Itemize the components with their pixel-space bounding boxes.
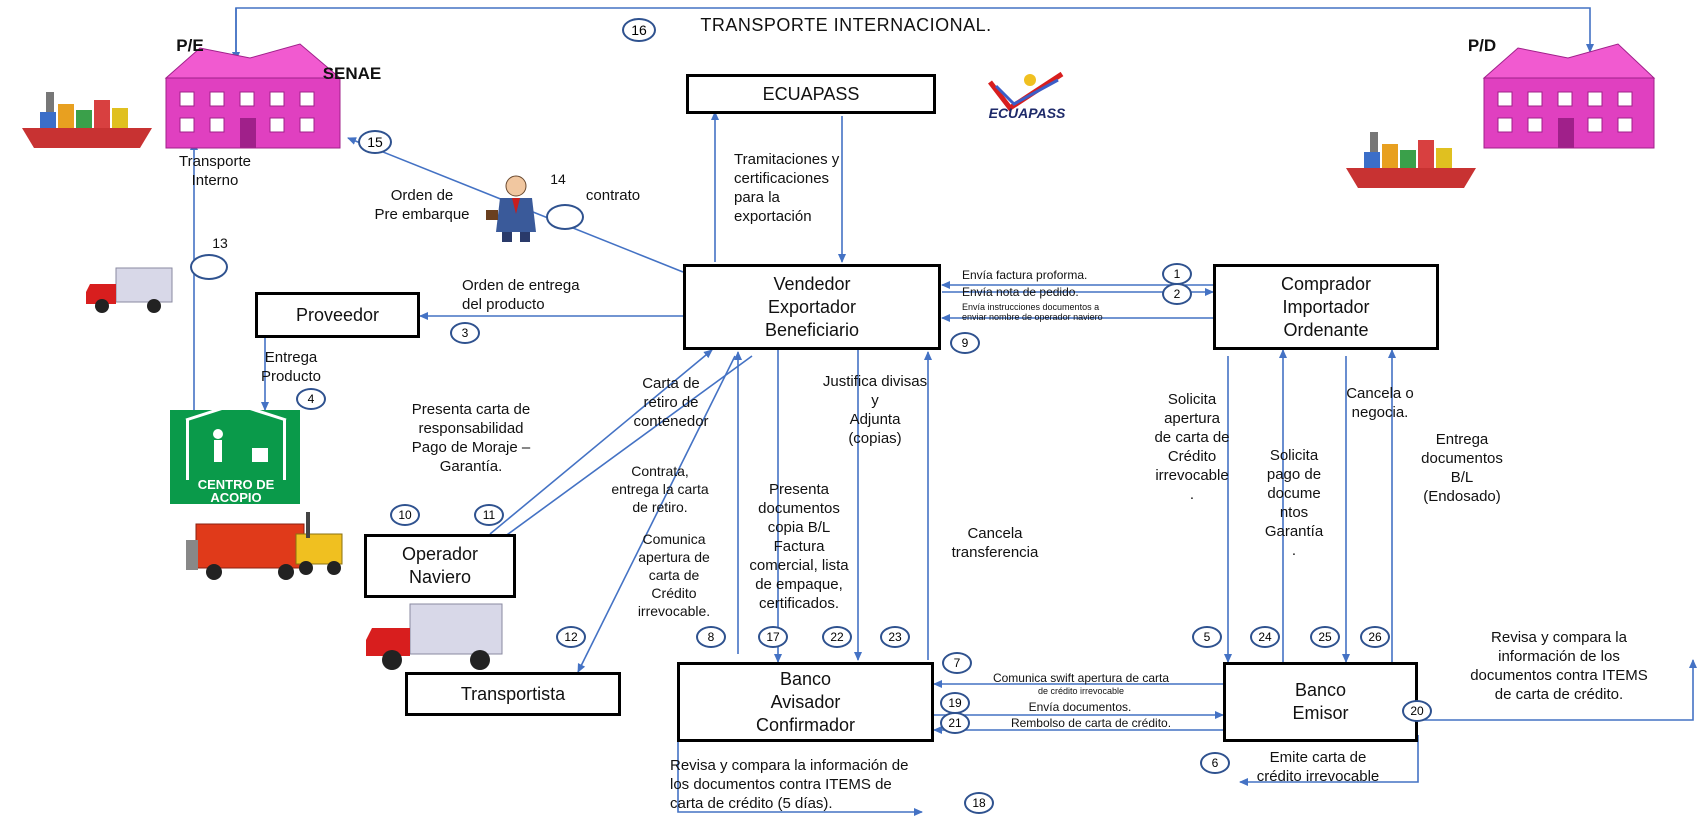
revisa-avisador-label: Revisa y compara la información de los d…	[670, 757, 909, 812]
envia-nota-label: Envía nota de pedido.	[962, 285, 1079, 299]
operador-naviero-box: Operador Naviero	[364, 534, 516, 598]
revisa-emisor-label: Revisa y compara la información de los d…	[1470, 629, 1648, 703]
comunica-swift-label: Comunica swift apertura de carta	[992, 671, 1170, 685]
rembolso-label: Rembolso de carta de crédito.	[1010, 716, 1172, 730]
step-14-circle	[546, 204, 584, 230]
step-13-text: 13	[212, 235, 228, 251]
presenta-documentos-label: Presenta documentos copia B/L Factura co…	[749, 481, 849, 612]
ecuapass-logo-icon	[988, 71, 1064, 112]
entrega-documentos-label: Entrega documentos B/L (Endosado)	[1421, 431, 1503, 505]
presenta-carta-label: Presenta carta de responsabilidad Pago d…	[411, 401, 531, 475]
step-14-text: 14	[550, 171, 566, 187]
delivery-truck-2-icon	[366, 603, 503, 670]
step-24: 24	[1250, 626, 1280, 648]
building-pd-icon	[1482, 43, 1656, 149]
step-22: 22	[822, 626, 852, 648]
comunica-swift-sub-label: de crédito irrevocable	[1037, 686, 1125, 696]
centro-line2-text: ACOPIO	[210, 490, 261, 505]
step-16: 16	[622, 18, 656, 42]
carta-retiro-label: Carta de retiro de contenedor	[633, 375, 709, 430]
emite-carta-label: Emite carta de crédito irrevocable	[1256, 749, 1380, 785]
centro-line1-text: CENTRO DE	[198, 477, 275, 492]
container-truck-icon	[186, 512, 343, 580]
senae-label: SENAE	[322, 64, 382, 83]
step-20: 20	[1402, 700, 1432, 722]
pe-label: P/E	[176, 36, 204, 55]
transporte-interno-label: Transporte Interno	[179, 153, 251, 189]
step-5: 5	[1192, 626, 1222, 648]
step-25: 25	[1310, 626, 1340, 648]
contrata-label: Contrata, entrega la carta de retiro.	[611, 463, 709, 515]
solicita-pago-label: Solicita pago de docume ntos Garantía .	[1264, 447, 1324, 559]
orden-entrega-label: Orden de entrega del producto	[462, 277, 580, 313]
step-13-circle	[190, 254, 228, 280]
step-15: 15	[358, 130, 392, 154]
step-21: 21	[940, 712, 970, 734]
envia-factura-label: Envía factura proforma.	[962, 268, 1088, 282]
proveedor-box: Proveedor	[255, 292, 420, 338]
entrega-producto-label: Entrega Producto	[260, 349, 322, 385]
solicita-apertura-label: Solicita apertura de carta de Crédito ir…	[1154, 391, 1230, 503]
envia-instrucciones-label: Envía instrucciones documentos a enviar …	[962, 302, 1103, 322]
cancela-negocia-label: Cancela o negocia.	[1346, 385, 1414, 421]
step-2: 2	[1162, 283, 1192, 305]
step-26: 26	[1360, 626, 1390, 648]
contrato-label: contrato	[585, 187, 641, 204]
step-11: 11	[474, 504, 504, 526]
banco-emisor-box: Banco Emisor	[1223, 662, 1418, 742]
transporte-internacional-label: TRANSPORTE INTERNACIONAL.	[700, 15, 992, 35]
comprador-box: Comprador Importador Ordenante	[1213, 264, 1439, 350]
transportista-box: Transportista	[405, 672, 621, 716]
step-1: 1	[1162, 263, 1192, 285]
step-3: 3	[450, 322, 480, 344]
banco-avisador-box: Banco Avisador Confirmador	[677, 662, 934, 742]
ecuapass-logo-text: ECUAPASS	[988, 105, 1066, 121]
step-7: 7	[942, 652, 972, 674]
step-23: 23	[880, 626, 910, 648]
vendedor-box: Vendedor Exportador Beneficiario	[683, 264, 941, 350]
envia-documentos-label: Envía documentos.	[1028, 700, 1132, 714]
step-19: 19	[940, 692, 970, 714]
step-17: 17	[758, 626, 788, 648]
justifica-divisas-label: Justifica divisas y Adjunta (copias)	[822, 373, 928, 447]
step-6: 6	[1200, 752, 1230, 774]
ecuapass-box: ECUAPASS	[686, 74, 936, 114]
orden-pre-embarque-label: Orden de Pre embarque	[374, 187, 470, 223]
comunica-apertura-label: Comunica apertura de carta de Crédito ir…	[637, 531, 711, 619]
cargo-ship-right-icon	[1346, 132, 1476, 188]
step-10: 10	[390, 504, 420, 526]
step-18: 18	[964, 792, 994, 814]
pd-label: P/D	[1467, 36, 1497, 55]
step-12: 12	[556, 626, 586, 648]
step-8: 8	[696, 626, 726, 648]
step-9: 9	[950, 332, 980, 354]
cargo-ship-left-icon	[22, 92, 152, 148]
flow-arrows	[190, 7, 1697, 816]
tramitaciones-label: Tramitaciones y certificaciones para la …	[734, 151, 840, 225]
cancela-transferencia-label: Cancela transferencia	[951, 525, 1039, 561]
delivery-truck-icon	[86, 267, 173, 313]
building-pe-icon	[164, 43, 342, 149]
centro-acopio-sign-icon: CENTRO DE ACOPIO	[170, 402, 300, 505]
step-4: 4	[296, 388, 326, 410]
businessman-icon	[486, 175, 536, 242]
